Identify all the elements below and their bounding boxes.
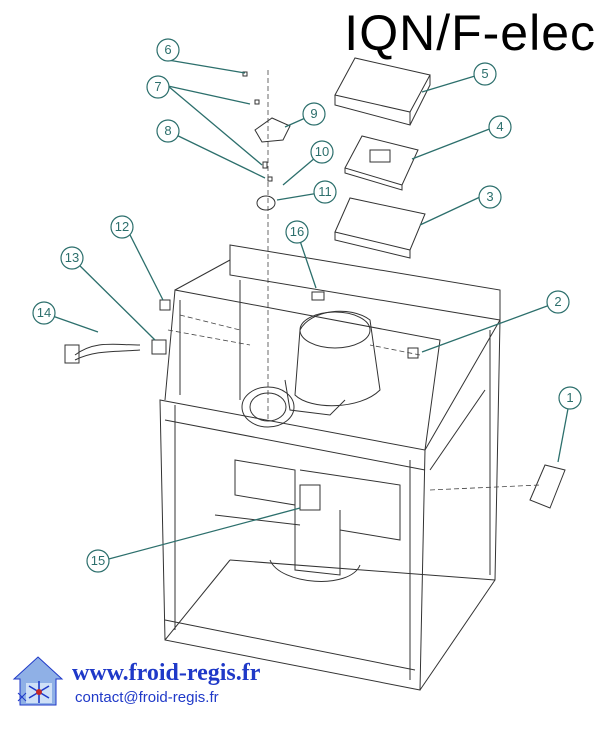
callout-5: 5	[473, 62, 497, 86]
snowflake-house-logo	[12, 656, 64, 706]
callout-12: 12	[110, 215, 134, 239]
part-16	[311, 291, 325, 301]
svg-text:5: 5	[481, 66, 488, 81]
callout-8: 8	[156, 119, 180, 143]
cabinet-frame	[159, 244, 501, 691]
callout-3: 3	[478, 185, 502, 209]
callout-16: 16	[285, 220, 309, 244]
callout-13: 13	[60, 246, 84, 270]
part-1-strip	[529, 464, 566, 509]
svg-text:8: 8	[164, 123, 171, 138]
part-11-grommet	[256, 195, 276, 211]
part-14-cable	[64, 343, 141, 364]
svg-text:2: 2	[554, 294, 561, 309]
svg-text:7: 7	[154, 79, 161, 94]
svg-text:3: 3	[486, 189, 493, 204]
svg-text:13: 13	[65, 250, 79, 265]
callout-1: 1	[558, 386, 582, 410]
motor-assembly	[214, 310, 401, 582]
callout-10: 10	[310, 140, 334, 164]
part-4-board	[344, 135, 419, 191]
callout-7: 7	[146, 75, 170, 99]
website-link[interactable]: www.froid-regis.fr	[72, 660, 261, 686]
callout-15: 15	[86, 549, 110, 573]
svg-text:4: 4	[496, 119, 503, 134]
page-title: IQN/F-elec	[344, 5, 596, 61]
part-13	[151, 339, 167, 355]
svg-text:12: 12	[115, 219, 129, 234]
callout-2: 2	[546, 290, 570, 314]
svg-text:1: 1	[566, 390, 573, 405]
svg-text:10: 10	[315, 144, 329, 159]
contact-email[interactable]: contact@froid-regis.fr	[75, 689, 219, 706]
svg-text:15: 15	[91, 553, 105, 568]
part-9-valve	[254, 117, 291, 143]
callout-11: 11	[313, 180, 337, 204]
callout-4: 4	[488, 115, 512, 139]
part-5-cover	[334, 57, 431, 126]
svg-text:6: 6	[164, 42, 171, 57]
callout-6: 6	[156, 38, 180, 62]
svg-text:14: 14	[37, 305, 51, 320]
svg-text:11: 11	[318, 184, 332, 199]
callout-9: 9	[302, 102, 326, 126]
callout-14: 14	[32, 301, 56, 325]
part-12	[159, 299, 171, 311]
svg-text:16: 16	[290, 224, 304, 239]
part-3-housing	[334, 197, 426, 259]
svg-text:9: 9	[310, 106, 317, 121]
